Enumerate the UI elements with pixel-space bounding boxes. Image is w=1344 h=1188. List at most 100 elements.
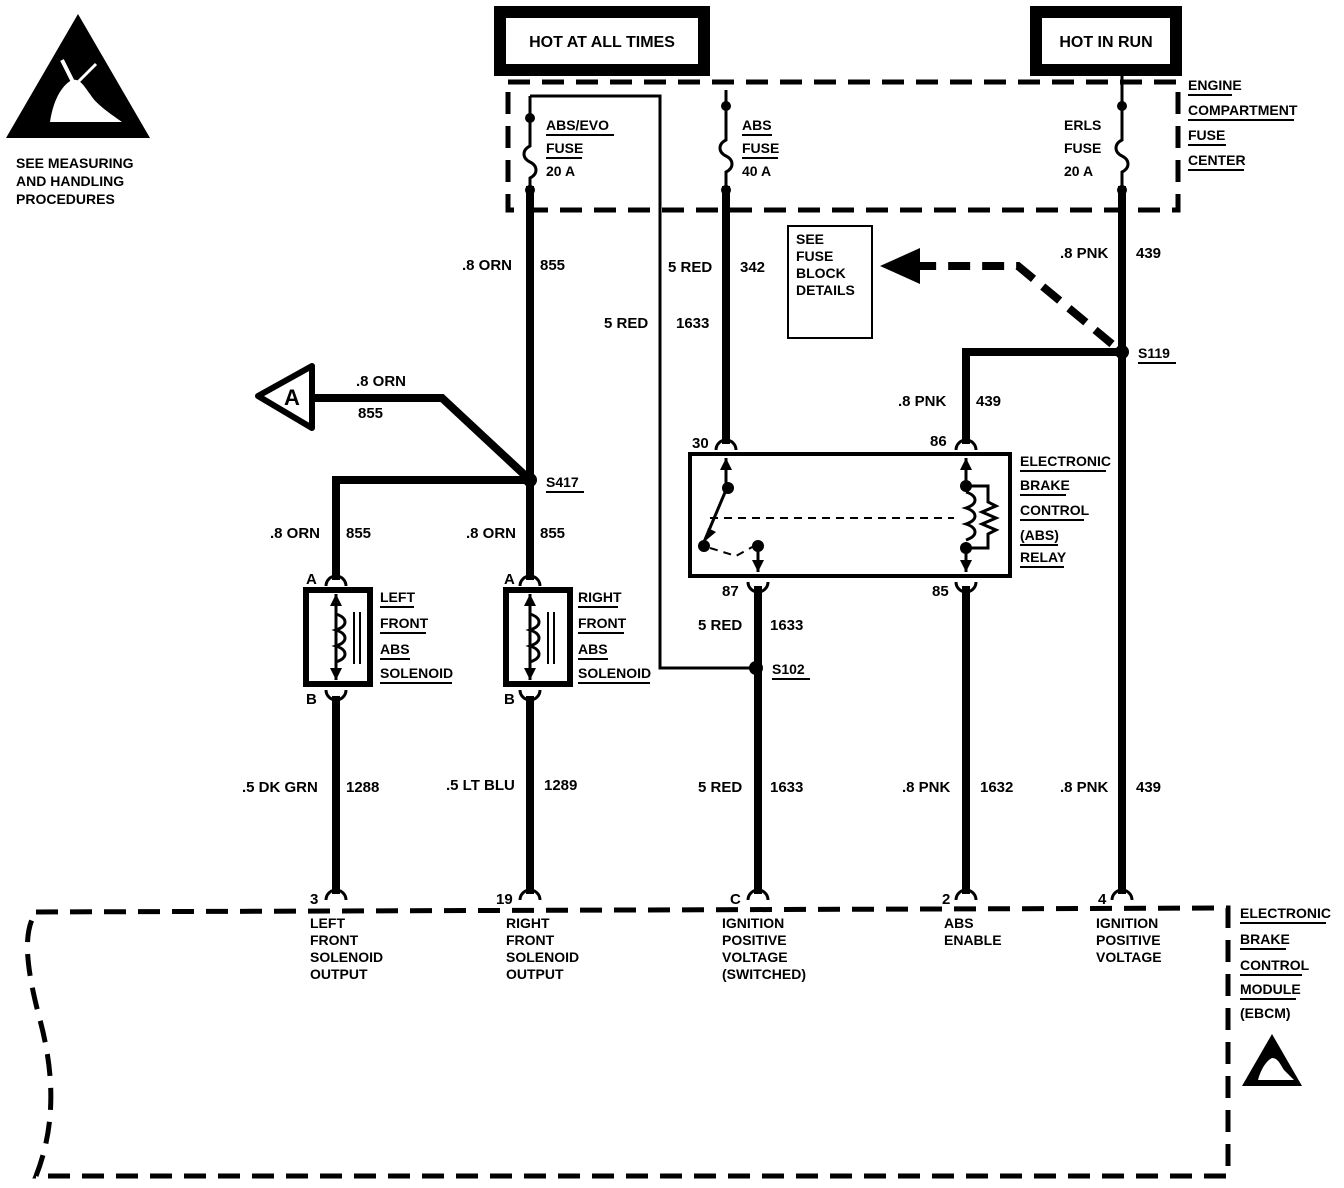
splice-s119-label: S119 xyxy=(1138,345,1170,361)
ebcm-label-line-2: BRAKE xyxy=(1240,931,1290,947)
wire-label-red-1633-low-color: 5 RED xyxy=(698,779,742,796)
ebcm-pin-4-line-3: VOLTAGE xyxy=(1096,949,1162,965)
wire-label-pnk-1632-color: .8 PNK xyxy=(902,779,951,796)
fuse-center-label: ENGINE COMPARTMENT FUSE CENTER xyxy=(1188,77,1298,171)
wire-label-ltblu-1289-circuit: 1289 xyxy=(544,777,577,794)
erls-fuse-line-1: ERLS xyxy=(1064,117,1101,133)
fuse-center-boundary xyxy=(505,79,1181,213)
esd-hand-warning-icon xyxy=(1242,1034,1302,1086)
wire-label-red-1633-low-circuit: 1633 xyxy=(770,779,803,796)
hot-at-all-times-label: HOT AT ALL TIMES xyxy=(529,34,675,51)
ebcm-label-line-4: MODULE xyxy=(1240,981,1301,997)
ebcm-pin-19-line-4: OUTPUT xyxy=(506,966,564,982)
wire-label-dkgrn-1288-circuit: 1288 xyxy=(346,779,379,796)
relay-label: ELECTRONIC BRAKE CONTROL (ABS) RELAY xyxy=(1020,453,1111,568)
fuse-block-note-line-4: DETAILS xyxy=(796,282,855,298)
wire-pnk-439-relay xyxy=(962,348,1126,444)
ebcm-pin-3-number: 3 xyxy=(310,891,318,908)
fuse-block-note: SEE FUSE BLOCK DETAILS xyxy=(787,225,873,339)
ebcm-label: ELECTRONIC BRAKE CONTROL MODULE (EBCM) xyxy=(1240,905,1331,1021)
ebcm-pin-3: 3 LEFT FRONT SOLENOID OUTPUT xyxy=(310,888,383,982)
wire-label-pnk-439-low-color: .8 PNK xyxy=(1060,779,1109,796)
ebcm-pin-3-line-3: SOLENOID xyxy=(310,949,383,965)
fuse-block-pointer-arrow xyxy=(880,248,1115,348)
right-solenoid-label-line-4: SOLENOID xyxy=(578,665,651,681)
hot-in-run-box: HOT IN RUN xyxy=(1030,6,1182,76)
relay-pin-30: 30 xyxy=(692,435,709,452)
esd-notice-line-1: SEE MEASURING xyxy=(16,155,134,171)
relay-label-line-3: CONTROL xyxy=(1020,502,1090,518)
ebcm-pin-2-line-1: ABS xyxy=(944,915,974,931)
left-solenoid-label-line-4: SOLENOID xyxy=(380,665,453,681)
fuse-center-label-line-2: COMPARTMENT xyxy=(1188,102,1298,118)
esd-notice-line-2: AND HANDLING xyxy=(16,173,124,189)
wire-orn-855-left xyxy=(332,476,534,580)
splice-s119: S119 xyxy=(1115,345,1176,364)
hot-at-all-times-box: HOT AT ALL TIMES xyxy=(494,6,710,76)
ebcm-pin-3-line-1: LEFT xyxy=(310,915,345,931)
wire-label-orn-855-a-circuit: 855 xyxy=(358,405,383,422)
relay-label-line-5: RELAY xyxy=(1020,549,1067,565)
ebcm-pin-2: 2 ABS ENABLE xyxy=(942,888,1002,948)
esd-notice: SEE MEASURING AND HANDLING PROCEDURES xyxy=(6,14,150,207)
wire-label-pnk-439-top-color: .8 PNK xyxy=(1060,245,1109,262)
abs-fuse-line-1: ABS xyxy=(742,117,772,133)
ebcm-pin-c-line-3: VOLTAGE xyxy=(722,949,788,965)
relay-label-line-4: (ABS) xyxy=(1020,527,1059,543)
abs-relay: 30 86 87 85 xyxy=(688,433,1012,600)
ebcm-pin-4-line-2: POSITIVE xyxy=(1096,932,1161,948)
ebcm-label-line-3: CONTROL xyxy=(1240,957,1310,973)
right-solenoid-pin-a: A xyxy=(504,571,515,588)
ebcm-label-line-5: (EBCM) xyxy=(1240,1005,1291,1021)
abs-evo-fuse: ABS/EVO FUSE 20 A xyxy=(522,113,614,195)
splice-s102-label: S102 xyxy=(772,661,805,677)
relay-label-line-2: BRAKE xyxy=(1020,477,1070,493)
fuse-center-label-line-1: ENGINE xyxy=(1188,77,1242,93)
esd-hand-warning-icon xyxy=(6,14,150,138)
fuse-block-note-line-1: SEE xyxy=(796,231,824,247)
right-solenoid-label-line-2: FRONT xyxy=(578,615,627,631)
wire-label-pnk-439-top-circuit: 439 xyxy=(1136,245,1161,262)
relay-pin-85: 85 xyxy=(932,583,949,600)
fuse-center-label-line-3: FUSE xyxy=(1188,127,1225,143)
ebcm-pin-c-number: C xyxy=(730,891,741,908)
wire-label-red-342-color: 5 RED xyxy=(668,259,712,276)
wire-label-ltblu-1289-color: .5 LT BLU xyxy=(446,777,515,794)
erls-fuse: ERLS FUSE 20 A xyxy=(1064,70,1130,195)
ebcm-pin-4: 4 IGNITION POSITIVE VOLTAGE xyxy=(1096,888,1162,965)
abs-evo-fuse-line-2: FUSE xyxy=(546,140,583,156)
wire-label-pnk-439-relay-circuit: 439 xyxy=(976,393,1001,410)
ebcm-pin-c-line-2: POSITIVE xyxy=(722,932,787,948)
left-solenoid-label-line-3: ABS xyxy=(380,641,410,657)
splice-s417-label: S417 xyxy=(546,474,579,490)
left-front-abs-solenoid: A B LEFT FRONT ABS SOLENOID xyxy=(303,571,453,708)
relay-pin-87: 87 xyxy=(722,583,739,600)
right-solenoid-label-line-1: RIGHT xyxy=(578,589,622,605)
relay-pin-86: 86 xyxy=(930,433,947,450)
wire-label-pnk-439-low-circuit: 439 xyxy=(1136,779,1161,796)
wire-label-orn-855-top-color: .8 ORN xyxy=(462,257,512,274)
ebcm-pin-4-line-1: IGNITION xyxy=(1096,915,1158,931)
left-solenoid-label-line-2: FRONT xyxy=(380,615,429,631)
wire-label-red-1633-mid-color: 5 RED xyxy=(698,617,742,634)
right-front-abs-solenoid: A B RIGHT FRONT ABS SOLENOID xyxy=(503,571,651,708)
wire-label-orn-855-right-color: .8 ORN xyxy=(466,525,516,542)
ebcm-pin-c-line-1: IGNITION xyxy=(722,915,784,931)
right-solenoid-pin-b: B xyxy=(504,691,515,708)
abs-fuse-line-2: FUSE xyxy=(742,140,779,156)
wire-label-orn-855-left-color: .8 ORN xyxy=(270,525,320,542)
left-solenoid-label-line-1: LEFT xyxy=(380,589,415,605)
esd-notice-line-3: PROCEDURES xyxy=(16,191,115,207)
ebcm-pin-19-line-1: RIGHT xyxy=(506,915,550,931)
ebcm-pin-3-line-2: FRONT xyxy=(310,932,359,948)
splice-s102: S102 xyxy=(749,661,810,680)
fuse-center-label-line-4: CENTER xyxy=(1188,152,1246,168)
ebcm-pin-c-line-4: (SWITCHED) xyxy=(722,966,806,982)
wire-label-red-1633-upper-circuit: 1633 xyxy=(676,315,709,332)
ebcm-pin-19-number: 19 xyxy=(496,891,513,908)
wire-label-pnk-439-relay-color: .8 PNK xyxy=(898,393,947,410)
wire-label-orn-855-right-circuit: 855 xyxy=(540,525,565,542)
ebcm-pin-c: C IGNITION POSITIVE VOLTAGE (SWITCHED) xyxy=(722,888,806,982)
wire-label-red-1633-mid-circuit: 1633 xyxy=(770,617,803,634)
